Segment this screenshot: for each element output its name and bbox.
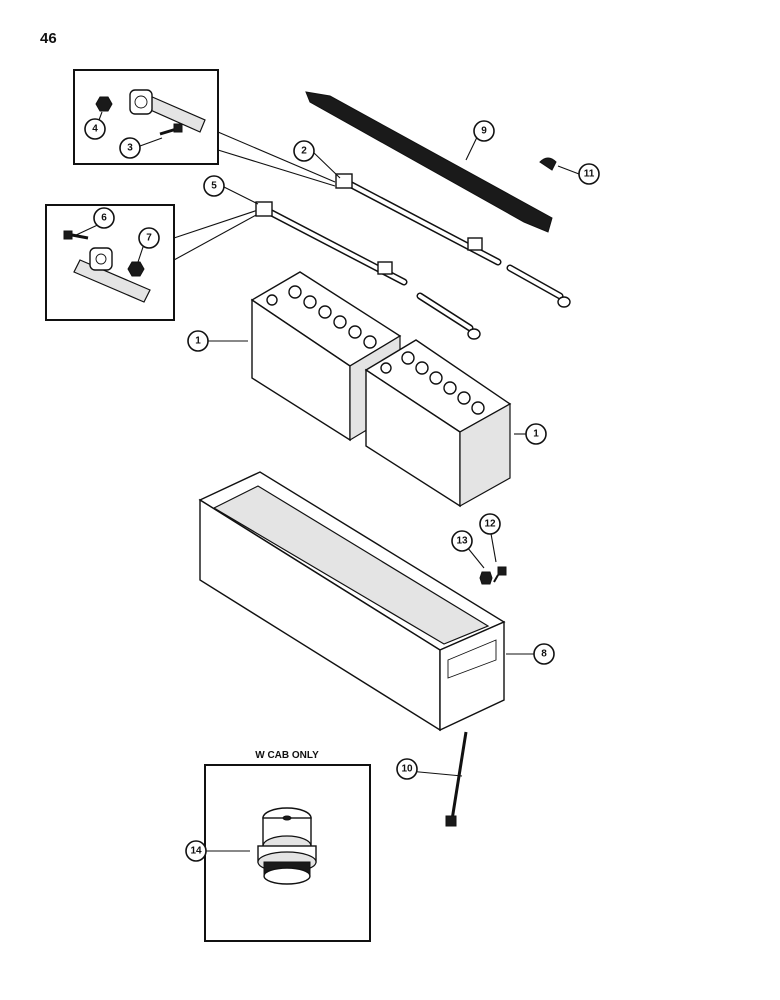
cable-icon	[335, 173, 502, 266]
svg-text:9: 9	[481, 126, 487, 137]
svg-text:6: 6	[101, 213, 107, 224]
cable-icon	[255, 201, 408, 286]
callout-11: 11	[578, 163, 600, 185]
callout-3: 3	[119, 137, 141, 159]
callout-2: 2	[293, 140, 315, 162]
callout-4: 4	[84, 118, 106, 140]
callout-5: 5	[203, 175, 225, 197]
callout-14: 14	[185, 840, 207, 862]
page-number: 46	[40, 30, 57, 47]
svg-text:1: 1	[533, 429, 539, 440]
inset-terminal-upper	[73, 69, 219, 165]
nut-icon	[127, 261, 145, 277]
svg-text:5: 5	[211, 181, 217, 192]
svg-text:10: 10	[401, 764, 413, 775]
bolt-icon	[445, 731, 468, 827]
inset-cab-option: W CAB ONLY	[204, 750, 371, 942]
svg-text:7: 7	[146, 233, 152, 244]
callout-1-left: 1	[187, 330, 209, 352]
svg-text:4: 4	[92, 124, 98, 135]
cap-icon	[257, 807, 317, 885]
callout-7: 7	[138, 227, 160, 249]
svg-text:2: 2	[301, 146, 307, 157]
strap-icon	[305, 91, 553, 233]
clamp-icon	[89, 247, 113, 271]
tray-icon	[198, 471, 506, 732]
svg-text:1: 1	[195, 336, 201, 347]
callout-1-right: 1	[525, 423, 547, 445]
callout-12: 12	[479, 513, 501, 535]
svg-text:3: 3	[127, 143, 133, 154]
callout-13: 13	[451, 530, 473, 552]
callout-9: 9	[473, 120, 495, 142]
svg-text:8: 8	[541, 649, 547, 660]
callout-10: 10	[396, 758, 418, 780]
battery-icon	[364, 339, 512, 508]
nut-icon	[479, 571, 493, 585]
inset-label: W CAB ONLY	[255, 750, 319, 761]
svg-text:11: 11	[584, 169, 595, 180]
svg-text:12: 12	[484, 519, 496, 530]
callout-6: 6	[93, 207, 115, 229]
bolt-icon	[493, 566, 507, 583]
svg-text:14: 14	[190, 846, 202, 857]
nut-icon	[95, 96, 113, 112]
bolt-icon	[159, 123, 183, 136]
callout-8: 8	[533, 643, 555, 665]
clamp-icon	[129, 89, 153, 115]
svg-text:13: 13	[456, 536, 468, 547]
